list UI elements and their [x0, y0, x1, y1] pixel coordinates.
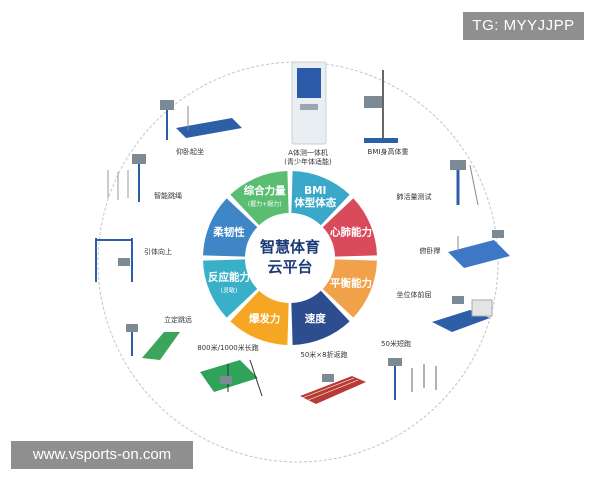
station-sublabel-kiosk: (青少年体适能): [284, 157, 332, 166]
wheel-segment: [322, 198, 377, 257]
wheel-segment: [322, 259, 377, 318]
wheel-segment-sublabel: (灵敏): [221, 286, 238, 294]
wheel-segment-label: 体型体态: [294, 196, 336, 209]
watermark-tag: TG: MYYJJPP: [463, 12, 584, 40]
spirometer-illustration: [450, 160, 479, 206]
pushup-station-illustration: [448, 230, 510, 268]
station-labels: A体测一体机 (青少年体适能) BMI身高体重 肺活量测试 俯卧撑 坐位体前屈 …: [144, 147, 441, 359]
station-label-pushup: 俯卧撑: [420, 246, 441, 255]
wheel-segment-label: 反应能力: [208, 270, 250, 283]
station-label-long-run: 800米/1000米长跑: [197, 343, 259, 352]
sit-reach-illustration: [432, 296, 493, 332]
body-test-kiosk-illustration: [291, 61, 327, 145]
sprint-gates-illustration: [388, 358, 437, 400]
watermark-url: www.vsports-on.com: [11, 441, 193, 469]
bmi-scale-illustration: [364, 70, 398, 143]
jump-rope-illustration: [107, 154, 146, 202]
wheel-segment-label: 平衡能力: [330, 276, 372, 289]
pullup-bar-illustration: [95, 238, 133, 282]
situp-bench-illustration: [160, 100, 242, 140]
center-title-line1: 智慧体育: [260, 238, 320, 256]
wheel-segment-label: 心肺能力: [330, 226, 372, 239]
wheel-segment-label: 速度: [305, 312, 326, 325]
wheel-segment-label: 柔韧性: [212, 226, 245, 239]
station-label-sit-reach: 坐位体前屈: [397, 290, 432, 299]
shuttle-track-illustration: [300, 374, 366, 404]
wheel-segment: [203, 198, 258, 257]
wheel-segment-sublabel: (握力+腿力): [248, 200, 282, 208]
long-jump-mat-illustration: [126, 324, 180, 360]
wheel-segment: [230, 290, 289, 345]
station-label-shuttle: 50米×8折返跑: [300, 350, 347, 359]
center-hub: [247, 215, 333, 301]
wheel-segment: [203, 259, 258, 318]
station-label-kiosk: A体测一体机: [288, 148, 328, 157]
wheel-segment: [291, 171, 350, 226]
wheel-segment-label: 爆发力: [249, 312, 281, 325]
station-label-situp: 仰卧起坐: [176, 147, 204, 156]
station-label-bmi: BMI身高体重: [368, 147, 409, 156]
wheel-segment-label: 综合力量: [244, 184, 286, 197]
station-label-jump-rope: 智能跳绳: [154, 191, 182, 200]
station-label-pullup: 引体向上: [144, 247, 172, 256]
center-title-line2: 云平台: [267, 258, 312, 276]
station-label-sprint: 50米短跑: [381, 339, 411, 348]
wheel-segment-label: BMI: [304, 185, 326, 197]
wheel-segment: [230, 171, 289, 226]
long-run-field-illustration: [200, 359, 263, 397]
station-label-long-jump: 立定跳远: [164, 315, 192, 324]
wheel-segment: [291, 290, 350, 345]
station-label-spirometer: 肺活量测试: [397, 192, 432, 201]
